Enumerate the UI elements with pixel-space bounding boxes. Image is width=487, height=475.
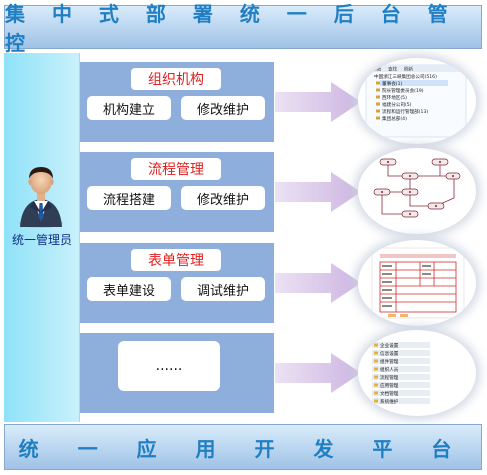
arrow-right-icon: [275, 172, 361, 212]
footer-banner: 统 一 应 用 开 发 平 台: [4, 424, 482, 470]
org-tab-refresh: 刷新: [404, 66, 413, 73]
header-title: 集 中 式 部 署 统 一 后 台 管 控: [5, 2, 458, 55]
admin-user-icon: [19, 167, 63, 228]
org-tree-item: 院长管理委员会(19): [382, 87, 424, 94]
workflow-build-button[interactable]: 流程搭建: [87, 186, 171, 210]
org-tree-item: 董事会(1): [382, 80, 402, 87]
module-workflow-title: 流程管理: [131, 158, 221, 180]
module-org-title: 组织机构: [131, 68, 221, 90]
org-maintain-button[interactable]: 修改维护: [181, 96, 265, 120]
menu-list-item: 流程管理: [380, 374, 399, 381]
arrow-right-icon: [275, 82, 361, 122]
org-tab-find: 查找: [388, 66, 397, 73]
org-tab-edit: 编辑: [372, 66, 381, 73]
module-form-title: 表单管理: [131, 249, 221, 271]
form-thumbnail: [358, 240, 476, 326]
menu-list-item: 信息设置: [380, 350, 399, 357]
menu-list-item: 组织人员: [380, 366, 399, 373]
module-workflow: 流程管理 流程搭建 修改维护: [80, 152, 274, 232]
menu-list-item: 应用管理: [380, 382, 399, 389]
org-tree-item: 中国浙江三峡集团总公司(516): [374, 73, 437, 80]
menu-list-item: 系统维护: [380, 398, 399, 405]
more-ellipsis: ......: [118, 341, 220, 391]
module-form: 表单管理 表单建设 调试维护: [80, 243, 274, 323]
admin-panel: 统一管理员: [4, 53, 80, 422]
menu-list-thumbnail: 企业设置 信息设置 组件管理 组织人员 流程管理 应用管理 文档管理 系统维护: [358, 330, 476, 416]
menu-list-item: 文档管理: [380, 390, 399, 397]
org-tree-item: 西环地区(5): [382, 94, 407, 101]
org-tree-thumbnail: 编辑 查找 刷新 中国浙江三峡集团总公司(516) 董事会(1) 院长管理委员会…: [358, 58, 476, 144]
arrow-right-icon: [275, 353, 361, 393]
menu-list-item: 组件管理: [380, 358, 399, 365]
header-banner: 集 中 式 部 署 统 一 后 台 管 控: [4, 2, 482, 55]
form-debug-button[interactable]: 调试维护: [181, 277, 265, 301]
menu-list-item: 企业设置: [380, 342, 399, 349]
org-tree-item: 福建分公司(5): [382, 101, 412, 108]
form-build-button[interactable]: 表单建设: [87, 277, 171, 301]
org-tree-item: 集团总部(4): [382, 115, 407, 122]
module-org: 组织机构 机构建立 修改维护: [80, 62, 274, 142]
workflow-maintain-button[interactable]: 修改维护: [181, 186, 265, 210]
workflow-thumbnail: [358, 148, 476, 234]
module-more: ......: [80, 333, 274, 413]
admin-label: 统一管理员: [11, 233, 72, 247]
arrow-right-icon: [275, 263, 361, 303]
org-create-button[interactable]: 机构建立: [87, 96, 171, 120]
footer-title: 统 一 应 用 开 发 平 台: [18, 436, 468, 461]
org-tree-item: 流程和运行管理部(13): [382, 108, 428, 115]
